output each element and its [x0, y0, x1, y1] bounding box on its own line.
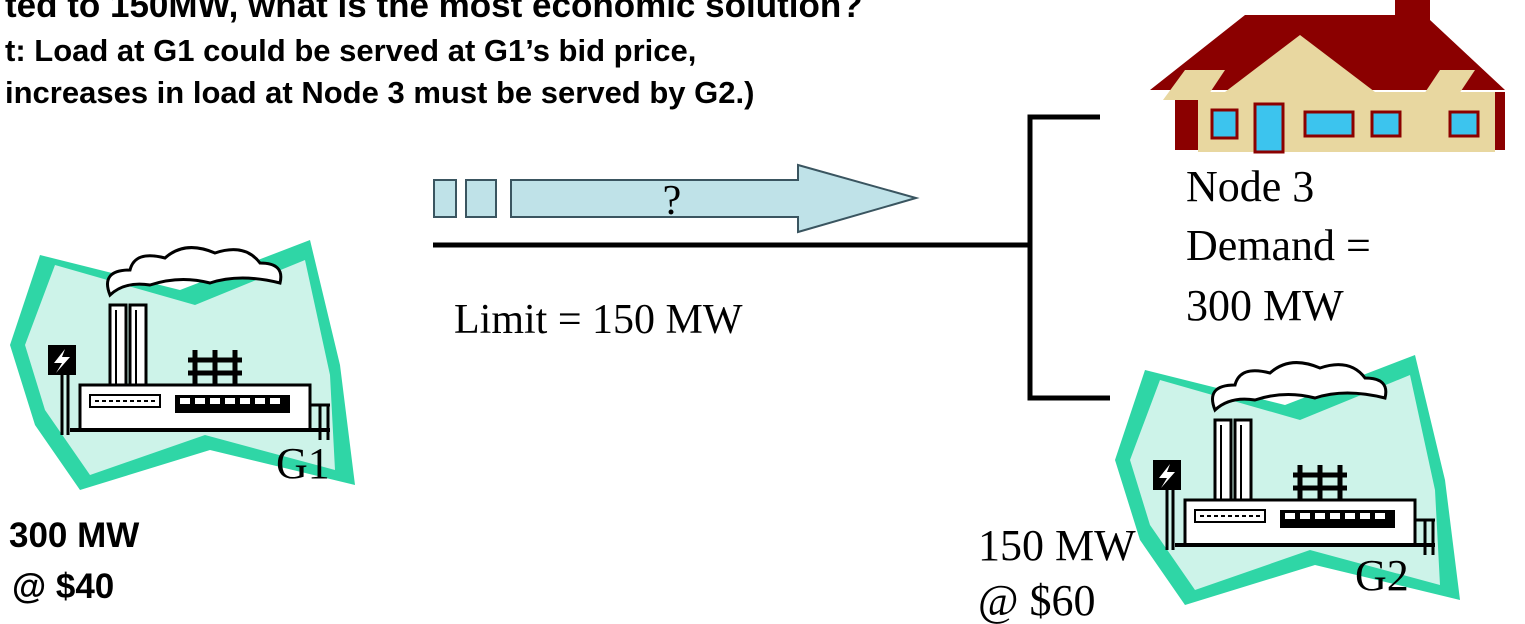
node3-demand-value: 300 MW [1186, 281, 1344, 330]
header-line-1: ted to 150MW, what is the most economic … [5, 0, 863, 25]
flow-arrow [433, 163, 920, 234]
node3-title: Node 3 [1186, 162, 1314, 211]
transmission-line [433, 114, 1110, 401]
g1-price: @ $40 [12, 567, 114, 606]
arrow-question-mark: ? [663, 178, 682, 224]
g1-label: G1 [276, 439, 330, 488]
g2-price: @ $60 [978, 576, 1096, 624]
header-line-2: t: Load at G1 could be served at G1’s bi… [5, 33, 696, 68]
g2-capacity: 150 MW [978, 521, 1136, 570]
node3-demand-label: Demand = [1186, 221, 1371, 270]
house-icon [1150, 0, 1505, 154]
g1-capacity: 300 MW [9, 516, 139, 555]
header-line-3: increases in load at Node 3 must be serv… [5, 75, 754, 110]
limit-label: Limit = 150 MW [454, 297, 743, 343]
g2-label: G2 [1355, 551, 1409, 600]
